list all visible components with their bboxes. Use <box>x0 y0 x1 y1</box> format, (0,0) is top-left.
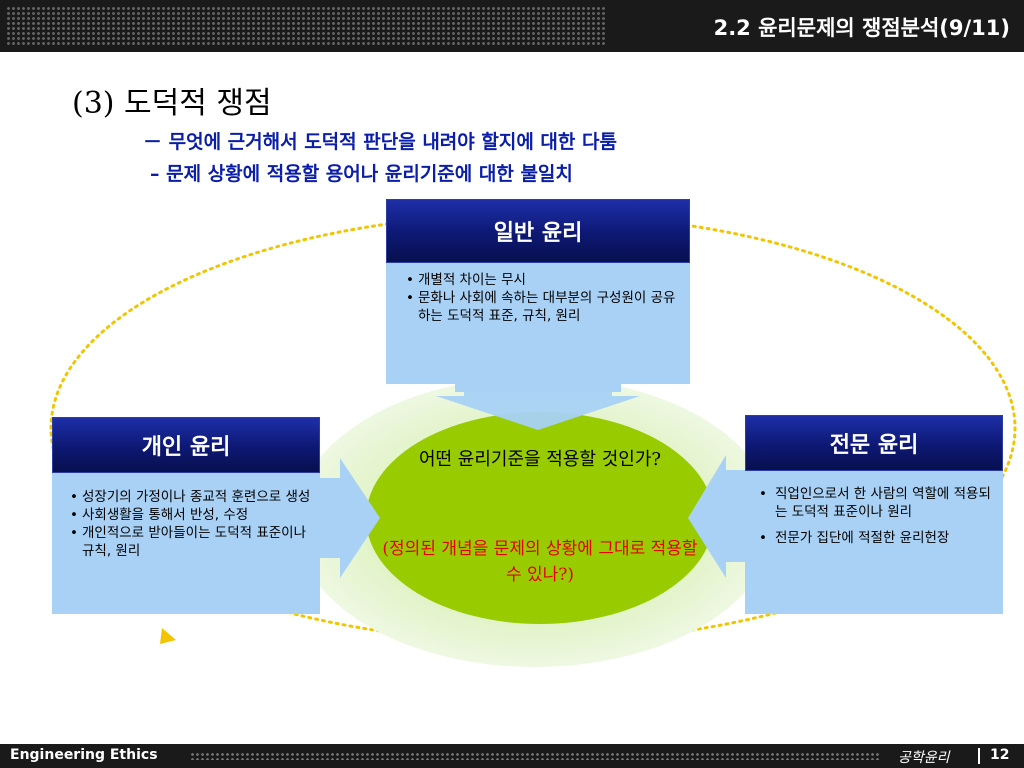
personal-ethics-item: •사회생활을 통해서 반성, 수정 <box>70 507 249 523</box>
professional-ethics-box: •직업인으로서 한 사람의 역할에 적용되는 도덕적 표준이나 원리 •전문가 … <box>745 471 1003 614</box>
footer-bar: Engineering Ethics 공학윤리 12 <box>0 744 1024 768</box>
top-bar: 2.2 윤리문제의 쟁점분석(9/11) <box>0 0 1024 52</box>
personal-ethics-title: 개인 윤리 <box>141 435 231 460</box>
professional-ethics-item: •전문가 집단에 적절한 윤리헌장 <box>759 530 950 546</box>
ring-arrowhead <box>160 628 176 644</box>
subject-name: 공학윤리 <box>898 750 950 766</box>
course-name: Engineering Ethics <box>10 747 158 763</box>
arrow-left <box>688 455 745 578</box>
subpoint-1: － 무엇에 근거해서 도덕적 판단을 내려야 할지에 대한 다툼 <box>143 131 617 153</box>
general-ethics-title: 일반 윤리 <box>493 221 583 246</box>
slide-header-title: 2.2 윤리문제의 쟁점분석(9/11) <box>713 16 1010 40</box>
general-ethics-header: 일반 윤리 <box>386 199 690 263</box>
general-ethics-item: •개별적 차이는 무시 <box>406 272 526 288</box>
personal-ethics-header: 개인 윤리 <box>52 417 320 473</box>
professional-ethics-header: 전문 윤리 <box>745 415 1003 471</box>
personal-ethics-item: •성장기의 가정이나 종교적 훈련으로 생성 <box>70 489 311 505</box>
general-ethics-item: •문화나 사회에 속하는 대부분의 구성원이 공유하는 도덕적 표준, 규칙, … <box>406 290 676 324</box>
arrow-down <box>436 384 640 430</box>
personal-ethics-box: •성장기의 가정이나 종교적 훈련으로 생성 •사회생활을 통해서 반성, 수정… <box>52 473 320 614</box>
center-ellipse <box>366 412 714 624</box>
page-number: 12 <box>990 747 1010 763</box>
dot-pattern <box>6 6 606 46</box>
center-note: (정의된 개념을 문제의 상황에 그대로 적용할 수 있나?) <box>382 539 698 585</box>
professional-ethics-title: 전문 윤리 <box>829 433 919 458</box>
footer-dot-pattern <box>190 752 880 760</box>
subpoint-2: – 문제 상황에 적용할 용어나 윤리기준에 대한 불일치 <box>150 163 573 185</box>
footer-separator <box>978 748 980 764</box>
section-title: (3) 도덕적 쟁점 <box>72 86 272 121</box>
general-ethics-box: •개별적 차이는 무시 •문화나 사회에 속하는 대부분의 구성원이 공유하는 … <box>386 263 690 384</box>
personal-ethics-item: •개인적으로 받아들이는 도덕적 표준이나 규칙, 원리 <box>70 525 307 559</box>
professional-ethics-item: •직업인으로서 한 사람의 역할에 적용되는 도덕적 표준이나 원리 <box>759 486 991 520</box>
arrow-right <box>320 458 380 578</box>
center-question: 어떤 윤리기준을 적용할 것인가? <box>418 449 662 470</box>
